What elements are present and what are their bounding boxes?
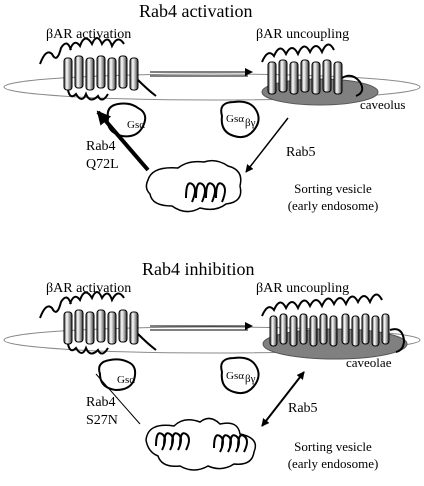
top-vesicle-label-line1: Sorting vesicle bbox=[294, 181, 372, 196]
bottom-caveolae-label: caveolae bbox=[346, 355, 392, 370]
top-right-receptor-cluster bbox=[261, 43, 364, 97]
bottom-sorting-vesicle bbox=[145, 417, 257, 471]
bottom-vesicle-label-line2: (early endosome) bbox=[287, 456, 379, 471]
top-bg-label: βγ bbox=[245, 117, 256, 129]
top-vesicle-rab-coil bbox=[185, 182, 226, 203]
bottom-vesicle-rab-coil-left bbox=[155, 432, 190, 451]
bottom-rab4-label: Rab4 bbox=[86, 395, 116, 410]
bottom-gsa-label: Gsα bbox=[117, 374, 135, 386]
bottom-left-receptor-cluster bbox=[39, 291, 157, 355]
top-uncoupling-label: βAR uncoupling bbox=[256, 27, 350, 42]
top-panel bbox=[3, 37, 421, 213]
top-activation-label: βAR activation bbox=[46, 27, 132, 42]
top-gsa-bg-complex bbox=[220, 100, 260, 139]
bottom-rab4-line bbox=[95, 373, 141, 425]
bottom-uncoupling-label: βAR uncoupling bbox=[256, 281, 350, 296]
top-gsa-label-2: Gsα bbox=[226, 113, 244, 125]
bottom-panel bbox=[3, 291, 421, 471]
bottom-vesicle-rab-coil-right bbox=[213, 434, 248, 453]
bottom-panel-title: Rab4 inhibition bbox=[142, 259, 255, 279]
top-caveolus-label: caveolus bbox=[360, 97, 406, 112]
top-mutant-label: Q72L bbox=[86, 157, 119, 172]
top-rab4-recycling-arrow bbox=[96, 110, 150, 172]
top-rab4-label: Rab4 bbox=[86, 139, 116, 154]
bottom-gsa-bg-complex bbox=[220, 356, 260, 395]
top-panel-title: Rab4 activation bbox=[139, 1, 253, 21]
bottom-vesicle-label-line1: Sorting vesicle bbox=[294, 439, 372, 454]
bottom-mutant-label: S27N bbox=[86, 413, 118, 428]
bottom-rab5-bidirectional-arrow bbox=[261, 371, 305, 427]
bottom-rab5-label: Rab5 bbox=[288, 401, 318, 416]
bottom-gsa-protein bbox=[98, 358, 137, 392]
bottom-bg-label: βγ bbox=[245, 373, 256, 385]
top-rab5-label: Rab5 bbox=[286, 145, 316, 160]
bottom-activation-label: βAR activation bbox=[46, 281, 132, 296]
top-vesicle-label-line2: (early endosome) bbox=[287, 198, 379, 213]
bottom-gsa-label-2: Gsα bbox=[226, 370, 244, 382]
top-gsa-label: Gsα bbox=[127, 119, 145, 131]
top-rab5-arrow bbox=[245, 117, 289, 173]
bottom-right-receptor-cluster bbox=[261, 293, 406, 353]
top-sorting-vesicle bbox=[145, 159, 242, 213]
top-left-receptor-cluster bbox=[39, 37, 157, 101]
